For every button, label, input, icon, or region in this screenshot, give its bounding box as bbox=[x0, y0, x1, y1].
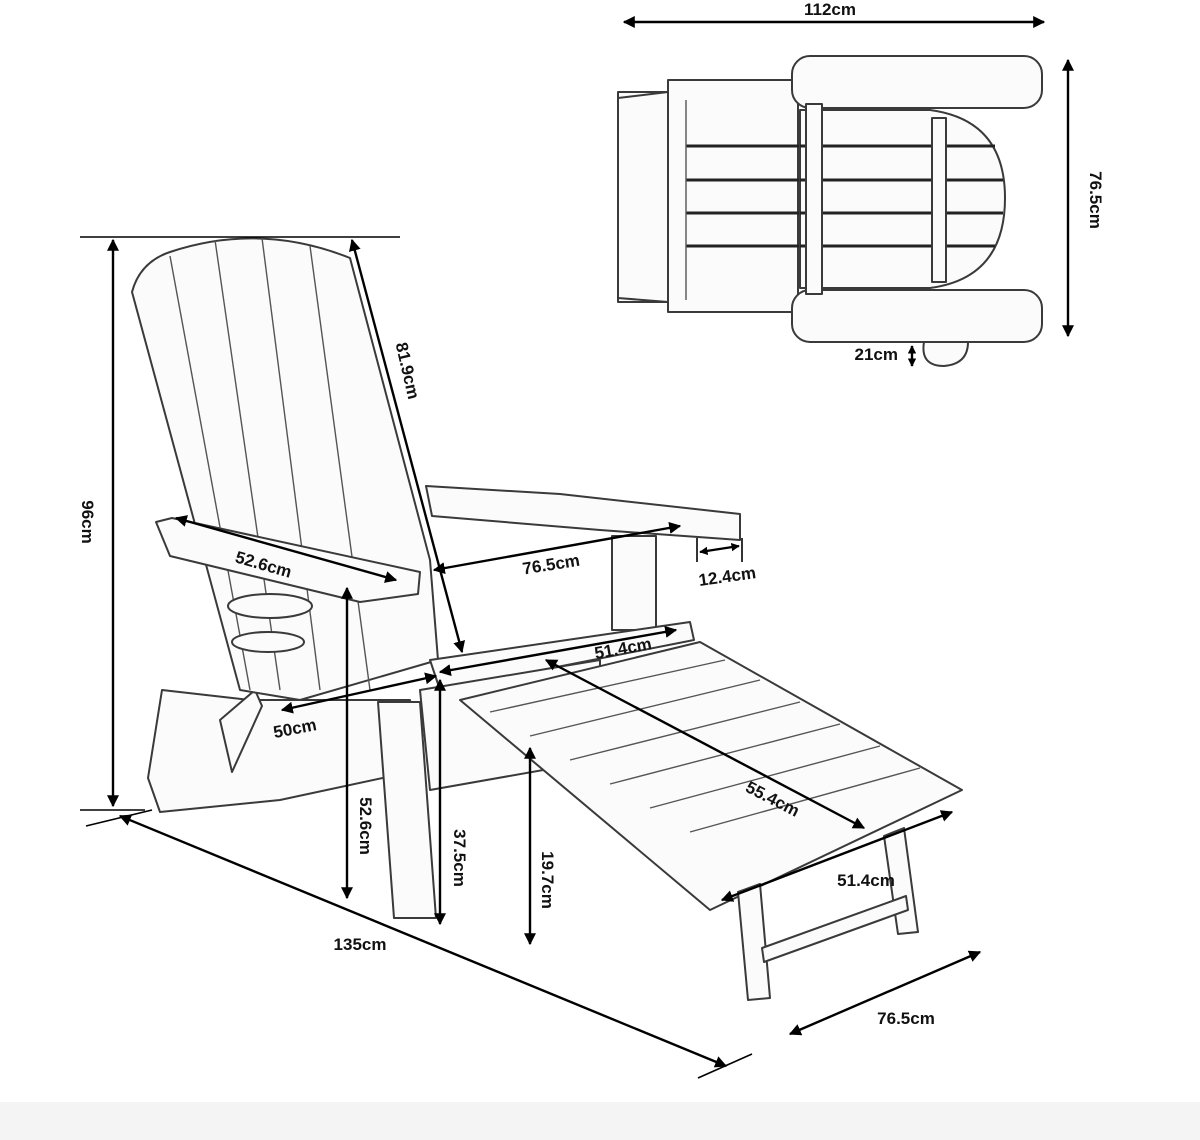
dim-arrow-armrest-width bbox=[699, 542, 740, 556]
label-footrest-width-bottom: 51.4cm bbox=[837, 871, 895, 890]
dim-arrow-footrest-length bbox=[544, 658, 866, 830]
top-left-armrest bbox=[791, 55, 1043, 109]
bottom-band bbox=[0, 1102, 1200, 1140]
top-footrest-frame bbox=[617, 91, 669, 303]
side-far-armrest bbox=[425, 485, 741, 541]
dim-arrow-back-length bbox=[348, 238, 466, 654]
top-seat-block bbox=[667, 79, 799, 313]
top-back-brace bbox=[931, 117, 947, 283]
top-right-armrest bbox=[791, 289, 1043, 343]
label-armrest-width: 12.4cm bbox=[697, 563, 757, 590]
top-cup-holder bbox=[922, 341, 969, 367]
top-view-dimensions: 112cm 76.5cm 21cm bbox=[622, 0, 1105, 367]
label-armrest-gap: 21cm bbox=[855, 345, 898, 364]
dim-arrow-total-length bbox=[118, 814, 728, 1068]
side-cup-holder-lower bbox=[231, 631, 305, 653]
top-view-drawing bbox=[617, 55, 1043, 367]
side-cup-holder-upper bbox=[227, 593, 313, 619]
side-footrest bbox=[459, 641, 963, 911]
dim-arrow-base-width bbox=[788, 950, 982, 1036]
label-base-width: 76.5cm bbox=[877, 1009, 935, 1028]
dim-arrow-seat-width bbox=[432, 521, 682, 575]
dim-arrow-footrest-width-top bbox=[438, 625, 678, 677]
label-seat-height: 37.5cm bbox=[450, 829, 469, 887]
label-height: 96cm bbox=[78, 500, 97, 543]
label-top-depth: 76.5cm bbox=[1086, 171, 1105, 229]
label-arm-height: 52.6cm bbox=[356, 797, 375, 855]
top-backrest bbox=[799, 109, 1006, 289]
dim-arrow-seat-depth bbox=[280, 672, 438, 714]
label-footrest-height: 19.7cm bbox=[538, 851, 557, 909]
dim-arrow-footrest-width-bottom bbox=[720, 810, 954, 902]
label-seat-width: 76.5cm bbox=[521, 551, 581, 579]
side-backrest bbox=[131, 237, 439, 701]
label-back-length: 81.9cm bbox=[392, 341, 423, 401]
label-total-length: 135cm bbox=[334, 935, 387, 954]
dim-arrow-armrest-length bbox=[174, 515, 398, 583]
label-top-width: 112cm bbox=[804, 0, 856, 19]
side-footrest-leg-front bbox=[737, 883, 771, 1001]
